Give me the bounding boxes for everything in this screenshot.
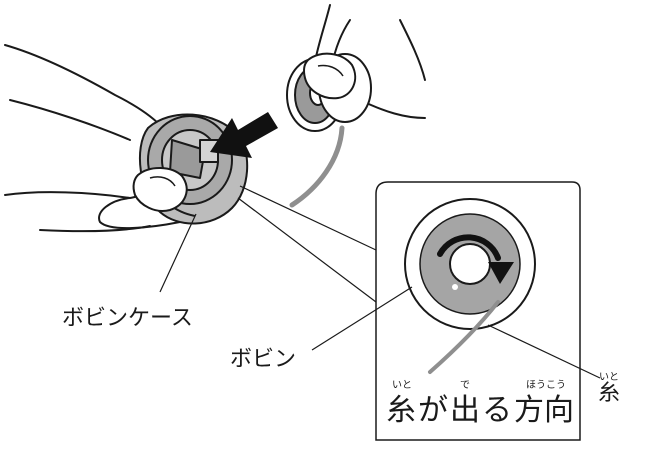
caption-ruby-out: で (460, 380, 470, 391)
rotation-arrow-icon (488, 262, 514, 284)
thread-strand (289, 125, 345, 208)
bobbin-leader (311, 286, 413, 351)
caption-ru: る (482, 393, 512, 428)
bobbin-label: ボビン (230, 347, 296, 372)
bobbin-case-leader (159, 213, 197, 293)
callout-leader-upper (239, 185, 377, 251)
thread-ruby: いと (599, 371, 619, 383)
caption-ruby-direction: ほうこう (526, 379, 566, 391)
left-thumb (132, 167, 188, 212)
caption-direction: 方向 (514, 393, 574, 428)
callout-leader-lower (237, 197, 377, 303)
thread-label: 糸 (598, 381, 620, 406)
thread-leader (487, 324, 601, 379)
caption-thread: 糸 (386, 393, 416, 428)
caption-ga: が (418, 393, 448, 428)
insert-arrow-icon (210, 112, 278, 158)
bobbin-case-label: ボビンケース (62, 306, 193, 331)
bobbin-thread-out (428, 300, 500, 374)
caption-out: 出 (450, 393, 480, 428)
right-thumb (303, 52, 357, 100)
caption-ruby-thread: いと (392, 379, 412, 391)
bobbin-detail (404, 198, 536, 330)
direction-caption: いと で ほうこう 糸 が 出 る 方向 (386, 379, 574, 428)
